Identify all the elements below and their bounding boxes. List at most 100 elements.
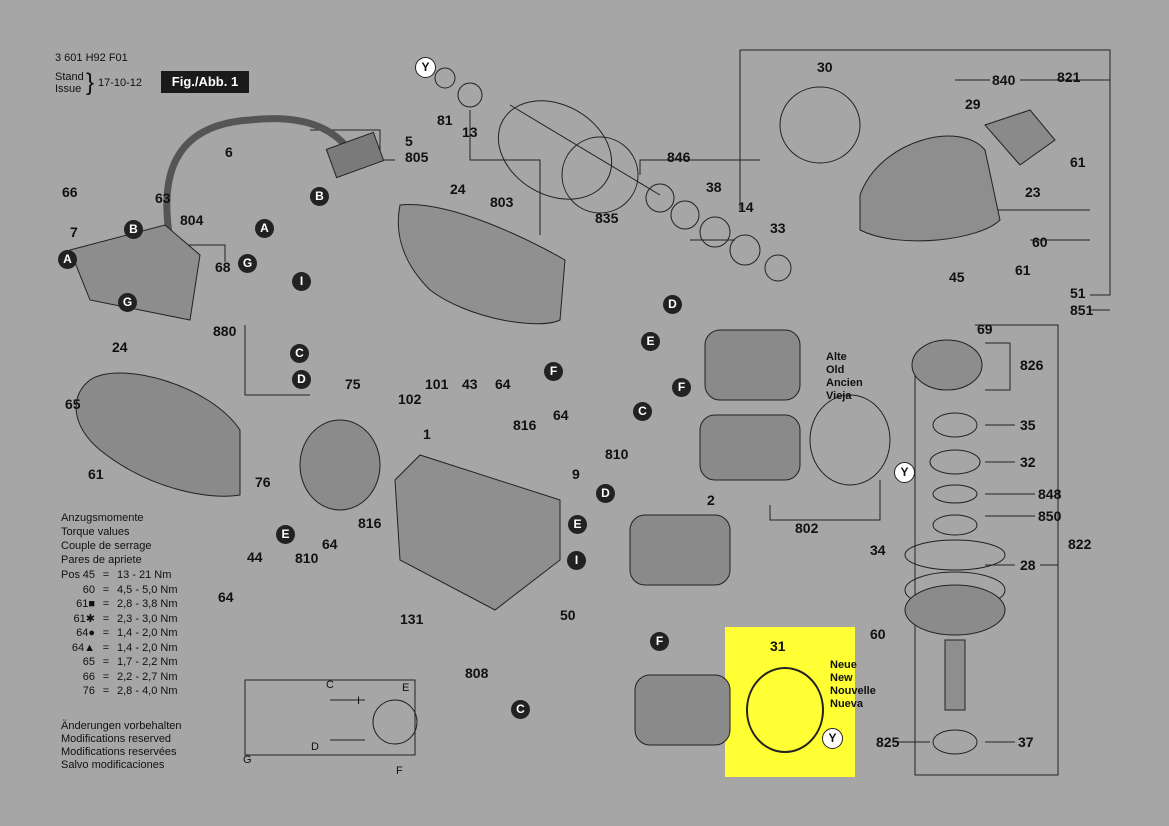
torque-value: 2,8 - 4,0 Nm	[117, 685, 178, 697]
part-81: 81	[437, 112, 453, 128]
part-810-top: 810	[605, 446, 629, 462]
marker-f-brush: F	[544, 362, 563, 381]
issue-date: 17-10-12	[98, 77, 143, 89]
part-816-bottom: 816	[358, 515, 382, 531]
part-7: 7	[70, 224, 78, 240]
schematic-c: C	[326, 679, 334, 691]
part-804: 804	[180, 212, 204, 228]
marker-e-coil: E	[641, 332, 660, 351]
torque-equals: =	[102, 656, 110, 668]
part-880: 880	[213, 323, 237, 339]
part-851: 851	[1070, 302, 1094, 318]
marker-f-coil: F	[672, 378, 691, 397]
marker-f-new: F	[650, 632, 669, 651]
part-30: 30	[817, 59, 833, 75]
torque-pos: 64▲	[71, 641, 95, 654]
part-61-square-mid: 61	[1015, 262, 1031, 278]
torque-pos: 66	[82, 670, 95, 683]
marker-c-coil: C	[633, 402, 652, 421]
torque-equals: =	[102, 612, 110, 625]
part-2: 2	[707, 492, 715, 508]
marker-d-wire: D	[292, 370, 311, 389]
doc-number: 3 601 H92 F01	[55, 52, 128, 64]
part-835: 835	[595, 210, 619, 226]
spindle	[944, 639, 966, 711]
part-50: 50	[560, 607, 576, 623]
torque-pos: 64●	[76, 627, 95, 639]
torque-row: 45=13 - 21 Nm	[61, 569, 172, 581]
part-131: 131	[400, 611, 424, 627]
part-65: 65	[65, 396, 81, 412]
torque-row: 64●=1,4 - 2,0 Nm	[61, 627, 177, 639]
part-51: 51	[1070, 285, 1086, 301]
old-label-fr: Ancien	[826, 377, 863, 389]
torque-row: 60 = 4,5 - 5,0 Nm	[61, 583, 178, 596]
torque-equals: =	[102, 569, 110, 581]
part-6: 6	[225, 144, 233, 160]
marker-e-new: E	[568, 515, 587, 534]
part-840: 840	[992, 72, 1016, 88]
new-label-fr: Nouvelle	[830, 685, 876, 697]
notice-en: Modifications reserved	[61, 733, 172, 745]
part-821: 821	[1057, 69, 1081, 85]
part-28: 28	[1020, 557, 1036, 573]
armature-fan	[561, 136, 639, 214]
brush-holder	[299, 419, 381, 511]
torque-value: 1,4 - 2,0 Nm	[117, 641, 178, 654]
rear-handle	[75, 372, 241, 497]
part-808: 808	[465, 665, 489, 681]
marker-d-new: D	[596, 484, 615, 503]
part-9: 9	[572, 466, 580, 482]
part-810-bottom: 810	[295, 550, 319, 566]
marker-a-cable: A	[255, 219, 274, 238]
torque-row: 61✱=2,3 - 3,0 Nm	[61, 612, 178, 625]
part-825: 825	[876, 734, 900, 750]
schematic-d: D	[311, 741, 319, 753]
part-5: 5	[405, 133, 413, 149]
power-cable	[163, 115, 353, 241]
torque-equals: =	[102, 627, 110, 639]
marker-g-wire: G	[238, 254, 257, 273]
torque-row: 65=1,7 - 2,2 Nm	[61, 657, 178, 668]
part-826: 826	[1020, 357, 1044, 373]
new-label-en: New	[830, 672, 853, 684]
torque-value: 4,5 - 5,0 Nm	[117, 583, 178, 596]
handle-half	[397, 204, 566, 325]
part-850: 850	[1038, 508, 1062, 524]
part-64-tri: 64	[495, 376, 511, 392]
schematic-g: G	[243, 754, 252, 766]
part-822: 822	[1068, 536, 1092, 552]
part-66: 66	[62, 184, 78, 200]
old-label-es: Vieja	[826, 390, 852, 402]
bracket-821	[740, 49, 1111, 296]
torque-pos-label: Pos	[61, 569, 80, 581]
part-33: 33	[770, 220, 786, 236]
torque-equals: =	[102, 598, 110, 610]
part-38: 38	[706, 179, 722, 195]
torque-pos: 60	[82, 583, 95, 596]
notice-fr: Modifications reservées	[61, 746, 177, 758]
marker-y-new: Y	[822, 728, 843, 749]
notice-de: Änderungen vorbehalten	[61, 720, 182, 732]
torque-equals: =	[102, 583, 110, 596]
torque-row: 61■=2,8 - 3,8 Nm	[61, 598, 177, 610]
old-label-en: Old	[826, 364, 845, 376]
new-label-de: Neue	[830, 659, 857, 671]
marker-a-switch: A	[58, 250, 77, 269]
part-24-cover: 24	[450, 181, 466, 197]
stand-label: Stand	[55, 71, 84, 83]
torque-pos: 65	[82, 656, 95, 668]
marker-e-brush: E	[276, 525, 295, 544]
fan-guide	[779, 86, 861, 164]
part-60-top: 60	[1032, 234, 1048, 250]
fan-guide-new	[746, 667, 824, 753]
part-64-dot: 64	[553, 407, 569, 423]
schematic-f: F	[396, 765, 403, 777]
switch-assembly	[69, 224, 201, 321]
armature	[497, 100, 613, 200]
part-848: 848	[1038, 486, 1062, 502]
part-61-star: 61	[88, 466, 104, 482]
torque-pos: 45	[82, 569, 95, 581]
